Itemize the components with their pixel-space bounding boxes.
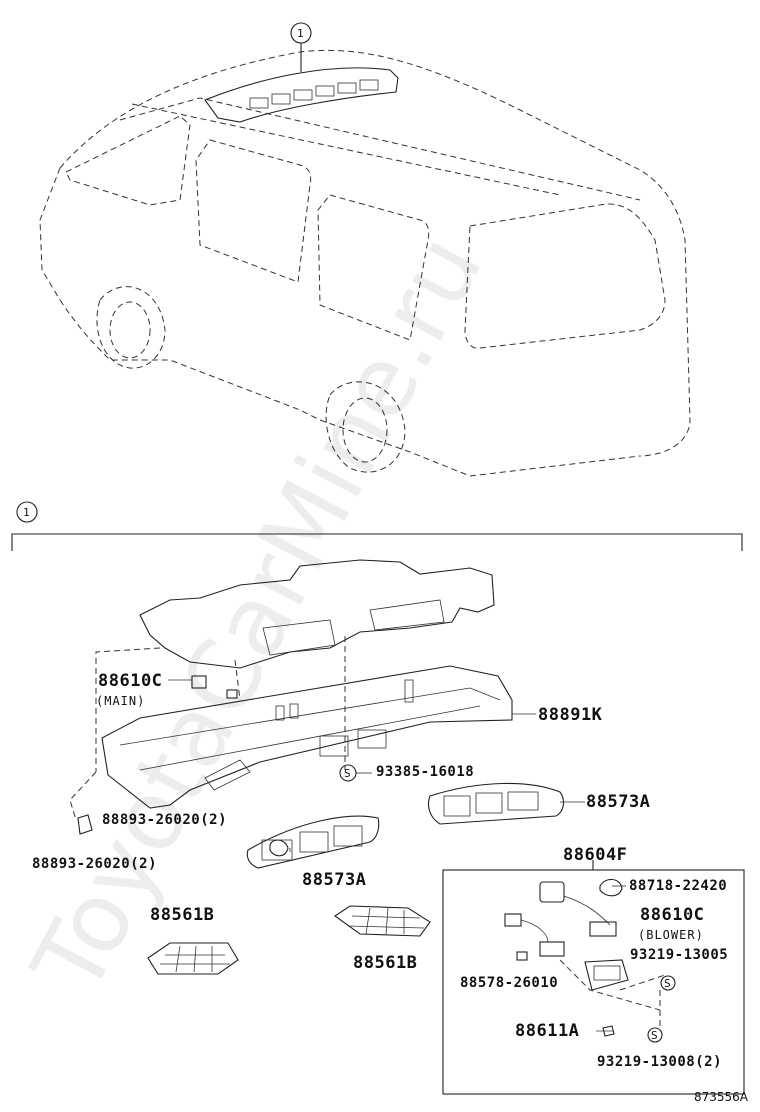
label-88573a-right: 88573A [586,792,651,812]
s-symbol-2-text: S [664,977,671,990]
duct-assembly [69,559,565,975]
label-88578-26010: 88578-26010 [460,975,559,991]
van-illustration [39,22,691,477]
label-88718-22420: 88718-22420 [629,878,728,894]
section-bracket [11,533,743,551]
figure-code: 873556A [694,1090,749,1104]
label-88893-26020-right: 88893-26020(2) [102,812,228,828]
blower-components [504,878,666,1037]
label-88893-26020-left: 88893-26020(2) [32,856,158,872]
section-marker-number: 1 [23,506,30,519]
callout-number: 1 [297,27,304,40]
label-93385-16018: 93385-16018 [376,764,475,780]
label-88891k: 88891K [538,705,603,725]
s-symbol-1-text: S [344,767,351,780]
label-88611a: 88611A [515,1021,580,1041]
label-88610c-main: 88610C [98,671,163,691]
label-88610c-blower-note: (BLOWER) [638,928,704,942]
label-93219-13005: 93219-13005 [630,947,729,963]
label-93219-13008: 93219-13008(2) [597,1054,723,1070]
label-88604f: 88604F [563,845,628,865]
s-symbol-3-text: S [651,1029,658,1042]
s-symbol-2 [660,975,676,991]
watermark-text: ToyotaCarMine.ru [11,218,504,1012]
section-marker-circle [16,501,38,523]
s-symbol-3 [647,1027,663,1043]
label-88610c-blower: 88610C [640,905,705,925]
label-88561b-right: 88561B [353,953,418,973]
label-88561b-left: 88561B [150,905,215,925]
label-88573a-left: 88573A [302,870,367,890]
label-88610c-main-note: (MAIN) [96,694,146,708]
